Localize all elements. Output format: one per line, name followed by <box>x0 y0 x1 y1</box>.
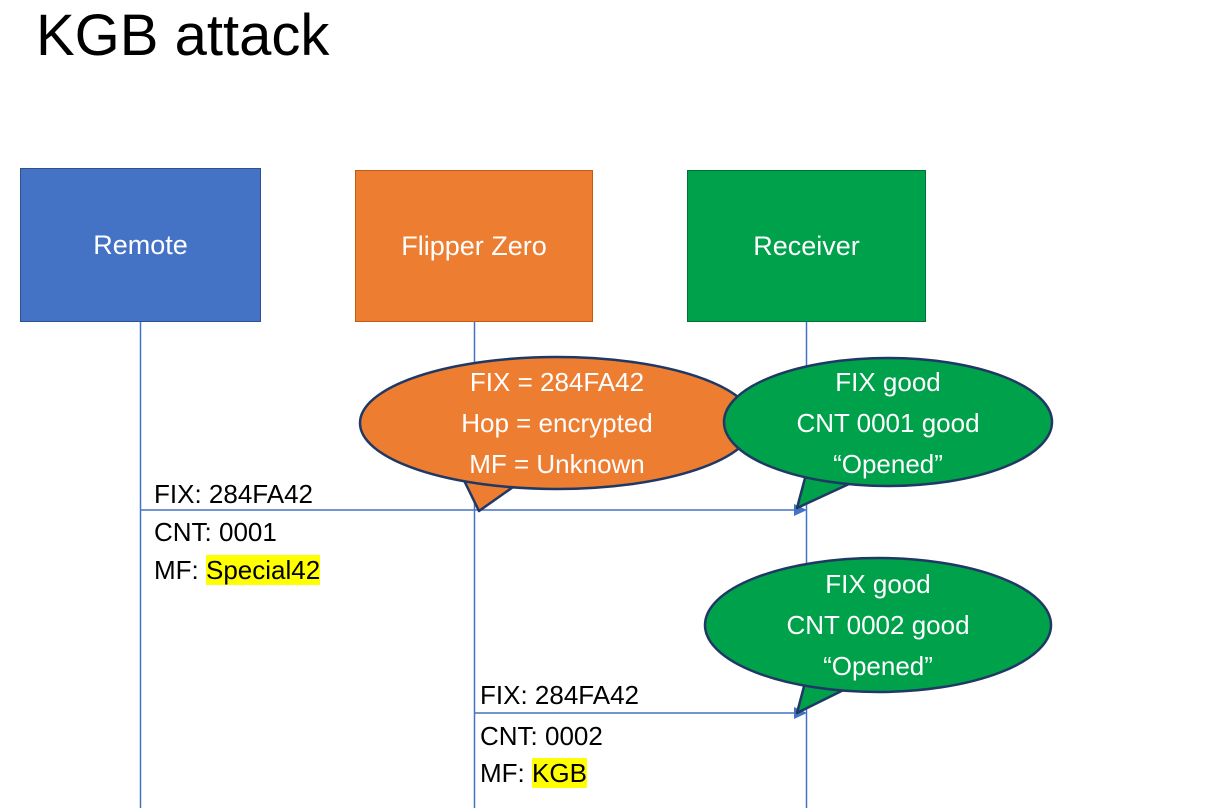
message2-arrowhead <box>794 707 807 719</box>
page-title: KGB attack <box>36 3 330 68</box>
message1-mf-prefix: MF: <box>154 555 206 585</box>
bubble-flipper-line3: MF = Unknown <box>469 449 645 479</box>
actor-receiver-label: Receiver <box>753 230 860 261</box>
bubble-receiver2-line3: “Opened” <box>823 651 933 681</box>
bubble-receiver1-line1: FIX good <box>835 367 941 397</box>
message1-fix-label: FIX: 284FA42 <box>154 479 313 509</box>
bubble-receiver2-line1: FIX good <box>825 569 931 599</box>
actor-flipper-zero: Flipper Zero <box>355 170 593 322</box>
bubble-receiver1-text: FIX good CNT 0001 good “Opened” <box>726 362 1050 485</box>
bubble-flipper-text: FIX = 284FA42 Hop = encrypted MF = Unkno… <box>360 362 754 485</box>
bubble-receiver1-line3: “Opened” <box>833 449 943 479</box>
bubble-flipper-line1: FIX = 284FA42 <box>469 367 645 397</box>
message1-cnt-label: CNT: 0001 <box>154 517 277 547</box>
message2-fix-label: FIX: 284FA42 <box>480 680 639 710</box>
bubble-receiver2-line2: CNT 0002 good <box>786 610 970 640</box>
message1-mf-label: MF: Special42 <box>154 555 321 586</box>
actor-remote: Remote <box>20 168 261 322</box>
bubble-receiver2-text: FIX good CNT 0002 good “Opened” <box>706 564 1050 687</box>
message2-cnt-label: CNT: 0002 <box>480 721 603 751</box>
message2-mf-prefix: MF: <box>480 758 532 788</box>
message1-mf-value-highlighted: Special42 <box>206 555 321 585</box>
actor-receiver: Receiver <box>687 170 926 322</box>
actor-flipper-zero-label: Flipper Zero <box>401 230 547 261</box>
actor-remote-label: Remote <box>93 229 188 260</box>
message1-arrowhead <box>794 504 807 516</box>
message2-mf-value-highlighted: KGB <box>532 758 587 788</box>
message2-mf-label: MF: KGB <box>480 758 587 789</box>
bubble-flipper-line2: Hop = encrypted <box>461 408 653 438</box>
bubble-receiver1-line2: CNT 0001 good <box>796 408 980 438</box>
